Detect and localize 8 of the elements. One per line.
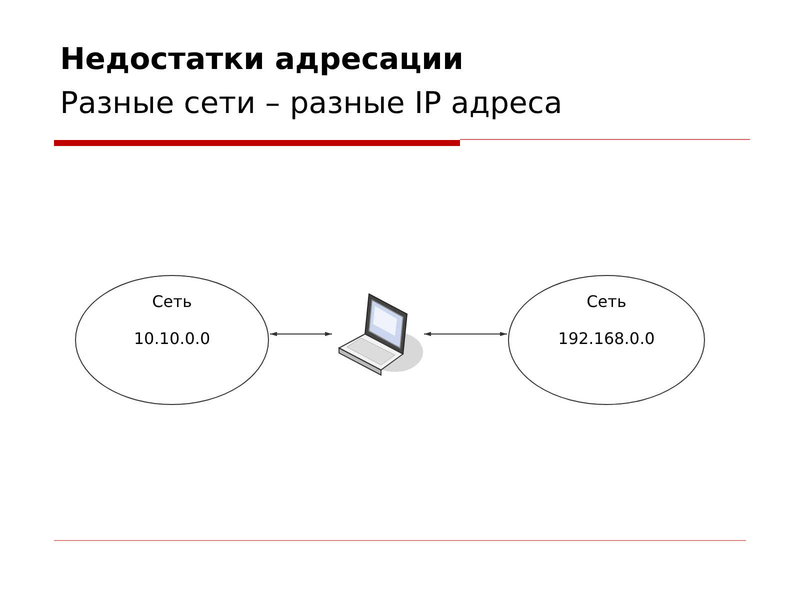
slide-title: Недостатки адресации xyxy=(60,42,464,77)
double-arrow xyxy=(424,332,508,336)
network-label: Сеть xyxy=(586,292,628,311)
ip-address: 192.168.0.0 xyxy=(557,329,656,348)
ip-address: 10.10.0.0 xyxy=(132,329,212,348)
double-arrow xyxy=(270,332,332,336)
network-label: Сеть xyxy=(151,292,193,311)
slide-subtitle: Разные сети – разные IP адреса xyxy=(60,86,562,121)
